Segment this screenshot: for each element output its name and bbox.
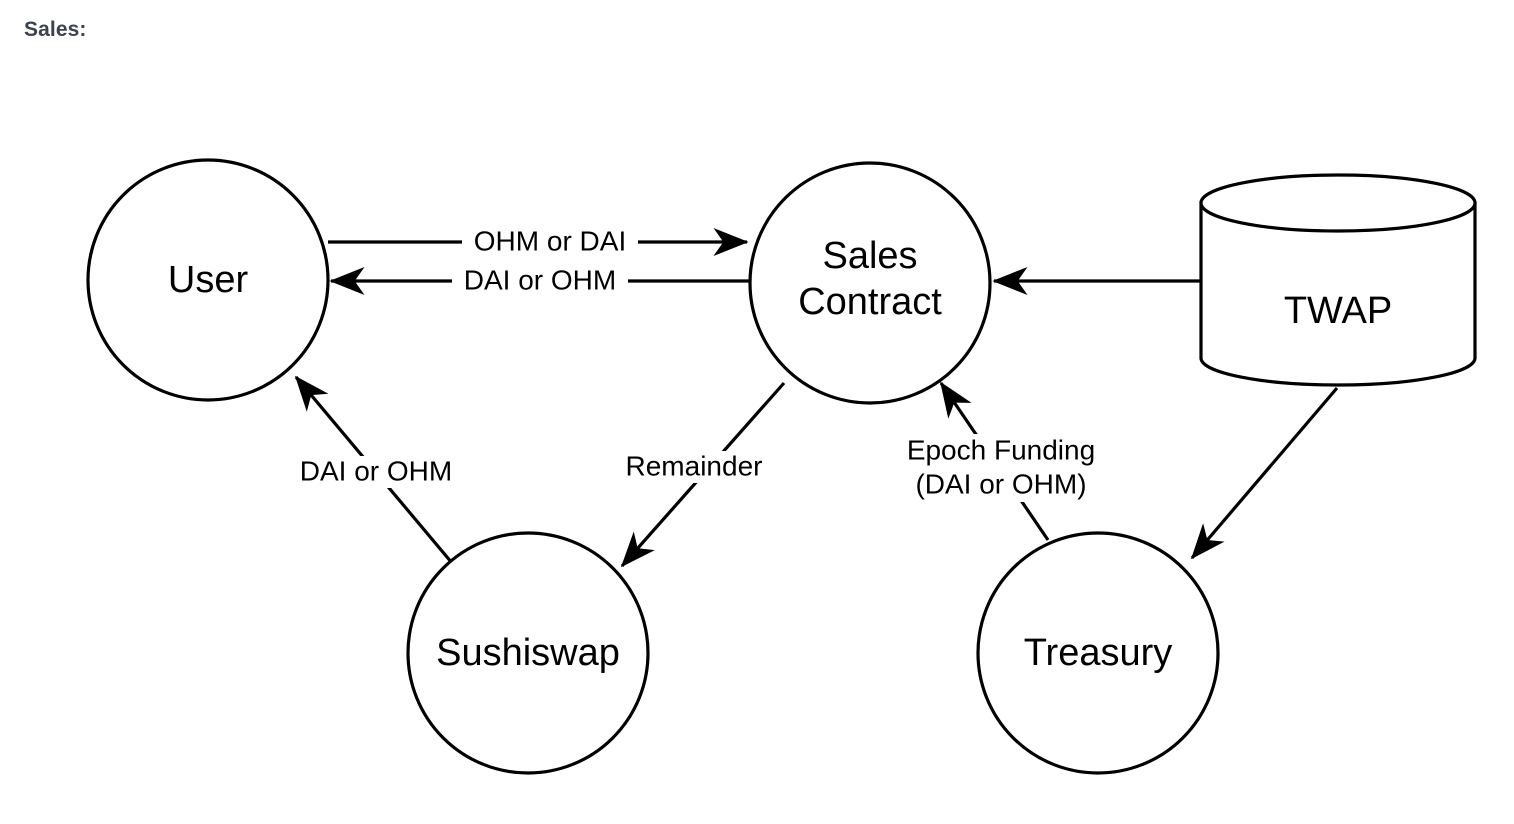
edge-label-dai-or-ohm-sushiswap: DAI or OHM bbox=[300, 455, 452, 486]
node-sales-contract-label-line1: Sales bbox=[822, 235, 917, 277]
node-sushiswap[interactable]: Sushiswap bbox=[406, 531, 650, 775]
edge-sales-contract-to-user: DAI or OHM bbox=[329, 264, 750, 297]
node-twap-label: TWAP bbox=[1284, 290, 1392, 332]
node-sushiswap-label: Sushiswap bbox=[436, 632, 620, 674]
edge-label-epoch-funding-currency: (DAI or OHM) bbox=[915, 468, 1086, 499]
node-twap[interactable]: TWAP bbox=[1199, 173, 1477, 387]
node-sales-contract[interactable]: Sales Contract bbox=[748, 161, 992, 405]
edge-twap-to-treasury bbox=[1190, 386, 1339, 560]
edge-sushiswap-to-user: DAI or OHM bbox=[294, 375, 456, 565]
node-sales-contract-circle[interactable] bbox=[748, 161, 992, 405]
edge-label-epoch-funding: Epoch Funding bbox=[907, 434, 1095, 465]
node-user-circle[interactable] bbox=[86, 158, 330, 402]
node-user[interactable]: User bbox=[86, 158, 330, 402]
edge-label-ohm-or-dai: OHM or DAI bbox=[474, 225, 626, 256]
edge-label-backdrop bbox=[620, 451, 772, 483]
edge-label-backdrop bbox=[906, 434, 1096, 502]
node-treasury-circle[interactable] bbox=[976, 531, 1220, 775]
node-twap-cylinder-top[interactable] bbox=[1199, 173, 1477, 233]
edge-treasury-to-sales-contract: Epoch Funding (DAI or OHM) bbox=[906, 381, 1096, 541]
page-title: Sales: bbox=[24, 18, 87, 41]
node-treasury-label: Treasury bbox=[1024, 632, 1173, 674]
node-user-label: User bbox=[168, 259, 249, 301]
edge-label-remainder: Remainder bbox=[626, 450, 763, 481]
edge-label-dai-or-ohm: DAI or OHM bbox=[464, 264, 616, 295]
node-sales-contract-label-line2: Contract bbox=[798, 281, 942, 323]
node-sushiswap-circle[interactable] bbox=[406, 531, 650, 775]
edge-line bbox=[1190, 386, 1339, 560]
node-treasury[interactable]: Treasury bbox=[976, 531, 1220, 775]
edge-label-backdrop bbox=[452, 265, 628, 297]
node-twap-cylinder-body[interactable] bbox=[1199, 201, 1477, 387]
edge-label-backdrop bbox=[462, 226, 638, 258]
edge-user-to-sales-contract: OHM or DAI bbox=[328, 225, 749, 258]
edge-sales-contract-to-sushiswap: Remainder bbox=[620, 381, 786, 568]
edge-label-backdrop bbox=[296, 456, 456, 488]
